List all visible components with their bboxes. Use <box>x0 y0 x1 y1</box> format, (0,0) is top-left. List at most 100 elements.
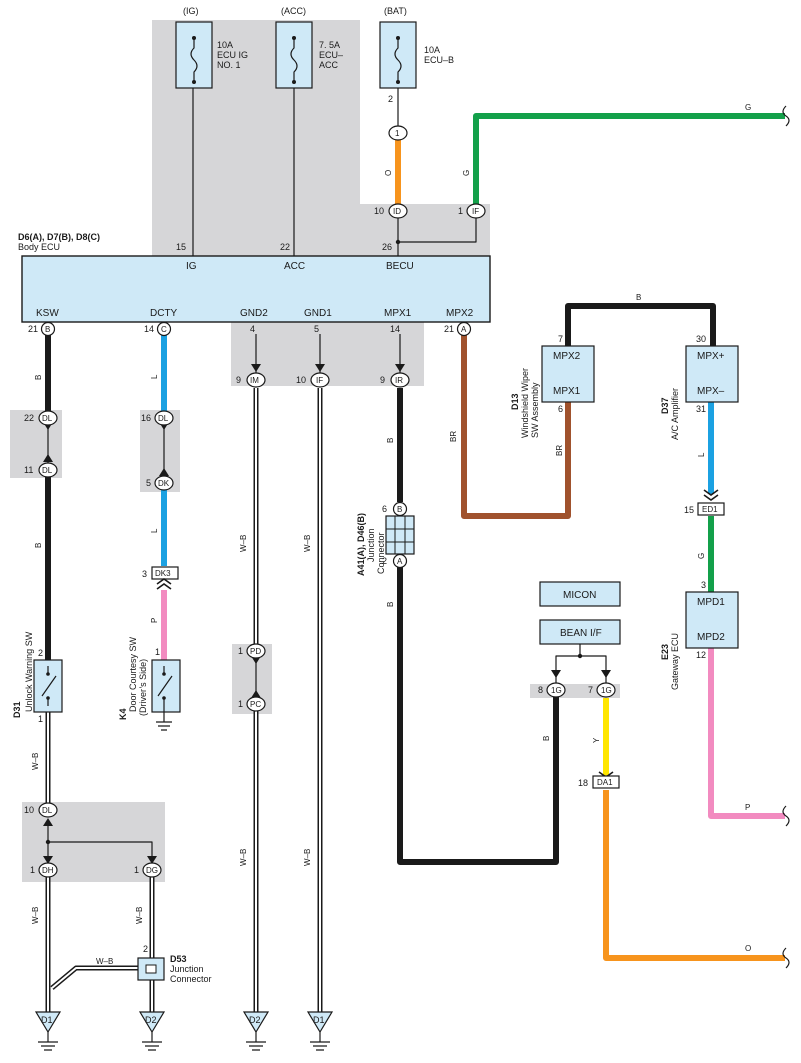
connector-dl-3: DL 16 <box>141 410 174 426</box>
bat-label: (BAT) <box>384 6 407 16</box>
becu-pin: 26 <box>382 242 392 252</box>
connector-ir: IR 9 <box>380 372 410 388</box>
svg-text:DL: DL <box>42 414 53 423</box>
svg-text:16: 16 <box>141 413 151 423</box>
k4-pin-top: 1 <box>155 647 160 657</box>
ecu-pin-a: A 21 <box>444 321 472 337</box>
wire-label-wb-5: W–B <box>31 753 40 770</box>
ground-d2-left <box>138 1011 166 1051</box>
svg-text:C: C <box>161 325 167 334</box>
e23-mpd2: MPD2 <box>697 632 725 643</box>
svg-text:10: 10 <box>374 206 384 216</box>
svg-text:15: 15 <box>684 505 694 515</box>
ig-pin-name: IG <box>186 261 197 272</box>
ground-label-1: D1 <box>41 1015 53 1025</box>
wire-label-wb-2: W–B <box>303 535 312 552</box>
wires <box>45 88 785 1012</box>
bean-if-label: BEAN I/F <box>560 628 602 639</box>
svg-text:IF: IF <box>316 376 323 385</box>
d31-pin-top: 2 <box>38 648 43 658</box>
bat-pin: 2 <box>388 94 393 104</box>
svg-text:ED1: ED1 <box>702 505 718 514</box>
svg-text:1: 1 <box>30 865 35 875</box>
d13-mpx1: MPX1 <box>553 386 581 397</box>
svg-text:7: 7 <box>588 685 593 695</box>
wire-label-g-right: G <box>697 553 706 559</box>
wire-label-l-right: L <box>697 452 706 457</box>
svg-text:10: 10 <box>24 805 34 815</box>
wire-label-b-mpx1-low: B <box>386 602 395 607</box>
connector-1g-7: 1G 7 <box>588 682 616 698</box>
wire-label-p-1: P <box>150 618 159 623</box>
acc-label: (ACC) <box>281 6 306 16</box>
k4-code: K4 <box>118 708 128 720</box>
micon-label: MICON <box>563 590 596 601</box>
svg-text:A: A <box>461 325 467 334</box>
connector-pd: PD 1 <box>238 643 266 659</box>
connector-im: IM 9 <box>236 372 266 388</box>
k4-name2: (Driver’s Side) <box>138 659 148 716</box>
wire-label-b-top: B <box>636 293 641 302</box>
a41-pin-top: 6 <box>382 504 387 514</box>
body-ecu-name: Body ECU <box>18 242 60 252</box>
d37-mpx-minus: MPX– <box>697 386 725 397</box>
k4-name1: Door Courtesy SW <box>128 636 138 712</box>
fuse-acc-name: ECU– <box>319 50 343 60</box>
svg-text:9: 9 <box>236 375 241 385</box>
connector-id: ID 10 <box>374 203 408 219</box>
fuse-bat <box>379 21 417 89</box>
e23-pin-top: 3 <box>701 580 706 590</box>
d13-pin-top: 7 <box>558 334 563 344</box>
ground-label-2: D2 <box>145 1015 157 1025</box>
d53-name1: Junction <box>170 964 204 974</box>
svg-text:1: 1 <box>458 206 463 216</box>
d13-mpx2: MPX2 <box>553 351 581 362</box>
connector-dk: DK 5 <box>146 475 174 491</box>
acc-pin-name: ACC <box>284 261 305 272</box>
wire-label-wb-8: W–B <box>96 957 113 966</box>
wire-label-g-left: G <box>462 170 471 176</box>
ground-label-3: D2 <box>249 1015 261 1025</box>
fuse-bat-name: ECU–B <box>424 55 454 65</box>
svg-text:DL: DL <box>158 414 169 423</box>
wire-label-wb-7: W–B <box>135 907 144 924</box>
switch-k4 <box>151 659 181 731</box>
body-ecu-codes: D6(A), D7(B), D8(C) <box>18 232 100 242</box>
svg-text:1G: 1G <box>601 686 612 695</box>
wire-label-l-2: L <box>150 528 159 533</box>
connector-da1: DA1 18 <box>578 771 620 789</box>
svg-text:21: 21 <box>444 324 454 334</box>
wire-label-wb-1: W–B <box>239 535 248 552</box>
wire-label-wb-4: W–B <box>303 849 312 866</box>
svg-text:22: 22 <box>24 413 34 423</box>
wire-label-p-right: P <box>745 803 750 812</box>
ground-label-4: D1 <box>313 1015 325 1025</box>
ground-d1-left <box>34 1011 62 1051</box>
connector-1: 1 <box>388 125 408 141</box>
d37-mpx-plus: MPX+ <box>697 351 725 362</box>
svg-text:11: 11 <box>24 465 33 475</box>
wire-label-g-top: G <box>745 103 751 112</box>
d37-code: D37 <box>660 397 670 414</box>
d37-name: A/C Amplifier <box>670 388 680 440</box>
d37-pin-bottom: 31 <box>696 404 706 414</box>
connector-dl-1: DL 22 <box>24 410 58 426</box>
svg-text:21: 21 <box>28 324 38 334</box>
fuse-acc-acc: ACC <box>319 60 339 70</box>
connector-dl-low: DL 10 <box>24 802 58 818</box>
wire-label-l-1: L <box>150 374 159 379</box>
wire-label-b-bottom: B <box>542 736 551 741</box>
connector-1g-8: 1G 8 <box>538 682 566 698</box>
connector-dh: DH 1 <box>30 862 58 878</box>
a41-name1: Junction <box>366 528 376 562</box>
svg-text:1: 1 <box>134 865 139 875</box>
svg-text:DL: DL <box>42 466 53 475</box>
svg-text:IF: IF <box>472 207 479 216</box>
d13-name2: SW Assembly <box>530 382 540 438</box>
svg-text:DK3: DK3 <box>155 569 171 578</box>
wire-label-b-2: B <box>34 543 43 548</box>
ig-label: (IG) <box>183 6 199 16</box>
svg-text:PD: PD <box>250 647 261 656</box>
d31-name: Unlock Warning SW <box>24 631 34 712</box>
fuse-ig-no: NO. 1 <box>217 60 241 70</box>
